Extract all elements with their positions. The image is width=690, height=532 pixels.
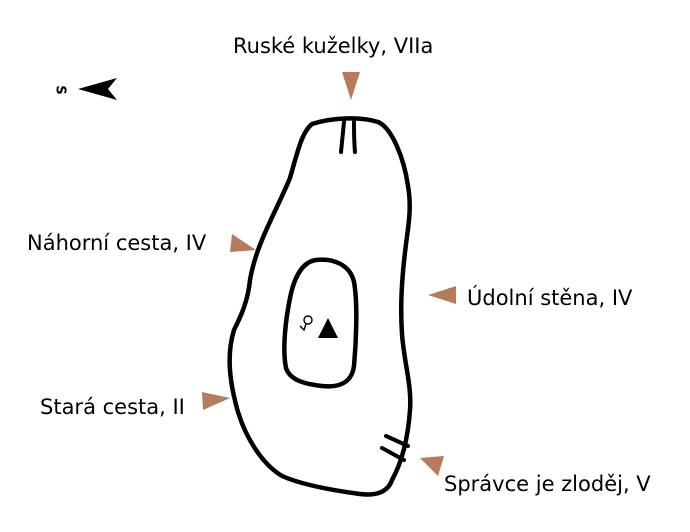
crack-marks-bottom	[380, 434, 410, 462]
route-label-stara-cesta: Stará cesta, II	[40, 395, 185, 419]
summit-register-icon	[299, 315, 313, 332]
route-marker-stara-cesta	[202, 392, 230, 410]
summit-plateau-outline	[282, 257, 359, 389]
route-label-nahorni-cesta: Náhorní cesta, IV	[27, 231, 207, 255]
crack-marks-top	[339, 120, 357, 154]
route-marker-ruske-kuzelky	[342, 72, 360, 100]
route-label-udolni-stena: Údolní stěna, IV	[467, 286, 633, 310]
route-marker-udolni-stena	[428, 286, 456, 304]
route-marker-spravce-je-zlodej	[420, 456, 444, 476]
route-marker-nahorni-cesta	[230, 234, 256, 252]
compass-letter: S	[53, 85, 68, 94]
route-label-spravce-je-zlodej: Správce je zloděj, V	[444, 472, 651, 496]
route-label-ruske-kuzelky: Ruské kuželky, VIIa	[233, 34, 434, 58]
compass: S	[53, 78, 117, 100]
rock-outline	[227, 116, 413, 497]
summit-triangle-icon	[318, 318, 338, 338]
compass-arrow-icon	[78, 78, 117, 100]
